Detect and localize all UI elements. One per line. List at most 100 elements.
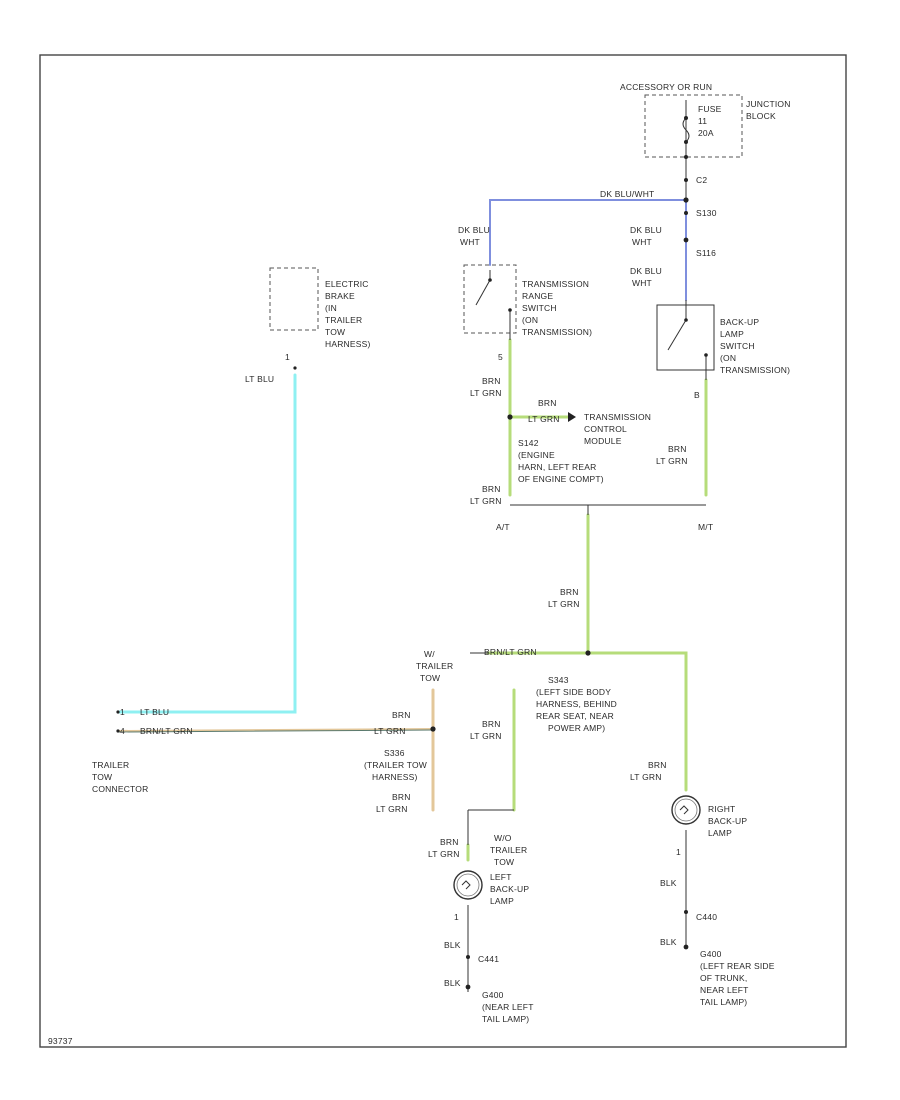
ttc-2: TOW — [92, 772, 112, 782]
brn-f-2: LT GRN — [376, 804, 408, 814]
fuse-icon — [682, 117, 690, 143]
left-lamp-icon — [453, 870, 483, 900]
brn-i-1: BRN — [440, 837, 459, 847]
wire-dk-blu-wht-main — [489, 199, 687, 266]
wire-connector-brn — [117, 728, 434, 732]
lt-blu-label: LT BLU — [245, 374, 274, 384]
brn-a-1: BRN — [482, 376, 501, 386]
left-lamp-2: BACK-UP — [490, 884, 529, 894]
s130-label: S130 — [696, 208, 717, 218]
trailer-w-1: W/ — [424, 649, 435, 659]
right-c440: C440 — [696, 912, 717, 922]
brn-c-1: BRN — [482, 484, 501, 494]
electric-brake-6: HARNESS) — [325, 339, 371, 349]
diagram-frame — [39, 54, 847, 1048]
s343-4: REAR SEAT, NEAR — [536, 711, 614, 721]
right-lamp-1: RIGHT — [708, 804, 735, 814]
left-g-2: (NEAR LEFT — [482, 1002, 534, 1012]
backup-switch-icon — [667, 300, 708, 380]
trs-2: RANGE — [522, 291, 553, 301]
s142-3: HARN, LEFT REAR — [518, 462, 596, 472]
backup-switch-1: BACK-UP — [720, 317, 759, 327]
left-blk-1: BLK — [444, 940, 461, 950]
trs-box — [463, 264, 517, 334]
brn-b-2: LT GRN — [656, 456, 688, 466]
wo-3: TOW — [494, 857, 514, 867]
trs-5: TRANSMISSION) — [522, 327, 592, 337]
junction-label-1: JUNCTION — [746, 99, 791, 109]
conn-pin-b: 4 — [120, 726, 125, 736]
s343-2: (LEFT SIDE BODY — [536, 687, 611, 697]
right-g-3: OF TRUNK, — [700, 973, 747, 983]
wo-1: W/O — [494, 833, 512, 843]
brn-g-2: LT GRN — [470, 731, 502, 741]
tcm-3: MODULE — [584, 436, 622, 446]
ttc-1: TRAILER — [92, 760, 129, 770]
s336-1: S336 — [384, 748, 405, 758]
left-g-1: G400 — [482, 990, 504, 1000]
fuse-label-1: FUSE — [698, 104, 722, 114]
backup-switch-4: (ON — [720, 353, 736, 363]
at-label: A/T — [496, 522, 510, 532]
s336-2: (TRAILER TOW — [364, 760, 427, 770]
s142-4: OF ENGINE COMPT) — [518, 474, 604, 484]
tcm-1: TRANSMISSION — [584, 412, 651, 422]
s116-label: S116 — [696, 248, 716, 258]
s142-1: S142 — [518, 438, 539, 448]
left-lamp-1: LEFT — [490, 872, 512, 882]
right-lamp-2: BACK-UP — [708, 816, 747, 826]
brn-e-2: LT GRN — [374, 726, 406, 736]
left-c441: C441 — [478, 954, 499, 964]
right-blk-1: BLK — [660, 878, 677, 888]
power-label: ACCESSORY OR RUN — [620, 82, 712, 92]
s142-2: (ENGINE — [518, 450, 555, 460]
electric-brake-3: (IN — [325, 303, 337, 313]
junction-block-box — [644, 94, 743, 158]
fuse-label-3: 20A — [698, 128, 714, 138]
left-g-3: TAIL LAMP) — [482, 1014, 529, 1024]
conn-pin-a: 1 — [120, 707, 125, 717]
brn-h-2: LT GRN — [630, 772, 662, 782]
electric-brake-5: TOW — [325, 327, 345, 337]
electric-brake-2: BRAKE — [325, 291, 355, 301]
wire-connector-brn-shadow — [117, 729, 434, 733]
right-lamp-icon — [671, 795, 701, 825]
wires — [116, 199, 708, 862]
s343-5: POWER AMP) — [548, 723, 605, 733]
right-ground-icon — [683, 944, 689, 950]
fuse-label-2: 11 — [698, 116, 707, 126]
backup-switch-2: LAMP — [720, 329, 744, 339]
brn-f-1: BRN — [392, 792, 411, 802]
tcm-wire-1: BRN — [538, 398, 557, 408]
figure-code: 93737 — [48, 1036, 73, 1046]
brn-h-1: BRN — [648, 760, 667, 770]
dkbluwht-mid-2: WHT — [632, 237, 652, 247]
electric-brake-box — [269, 267, 319, 331]
dkbluwht-right-1: DK BLU — [630, 266, 662, 276]
electric-brake-4: TRAILER — [325, 315, 362, 325]
backup-switch-5: TRANSMISSION) — [720, 365, 790, 375]
trs-switch-icon — [475, 270, 512, 340]
trs-3: SWITCH — [522, 303, 557, 313]
right-g-4: NEAR LEFT — [700, 985, 749, 995]
electric-brake-1: ELECTRIC — [325, 279, 369, 289]
brn-d-2: LT GRN — [548, 599, 580, 609]
dkbluwht-left-2: WHT — [460, 237, 480, 247]
ttc-3: CONNECTOR — [92, 784, 148, 794]
trailer-w-2: TRAILER — [416, 661, 453, 671]
tcm-arrow-icon — [568, 412, 576, 422]
brn-d-1: BRN — [560, 587, 579, 597]
trs-pin: 5 — [498, 352, 503, 362]
conn-lt-blu: LT BLU — [140, 707, 169, 717]
s343-1: S343 — [548, 675, 569, 685]
trs-1: TRANSMISSION — [522, 279, 589, 289]
left-lamp-3: LAMP — [490, 896, 514, 906]
right-g-5: TAIL LAMP) — [700, 997, 747, 1007]
right-g-1: G400 — [700, 949, 722, 959]
s343-3: HARNESS, BEHIND — [536, 699, 617, 709]
brn-g-1: BRN — [482, 719, 501, 729]
wo-2: TRAILER — [490, 845, 527, 855]
connector-c2: C2 — [696, 175, 707, 185]
mt-label: M/T — [698, 522, 713, 532]
